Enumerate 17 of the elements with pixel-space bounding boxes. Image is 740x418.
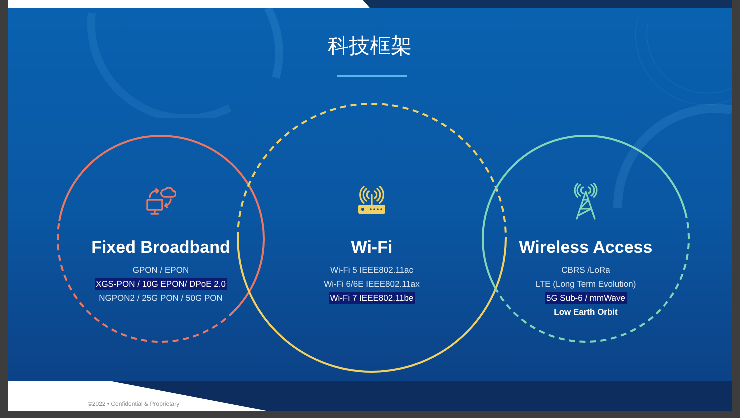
technology-item: 5G Sub-6 / mmWave	[545, 292, 627, 304]
technology-item: LTE (Long Term Evolution)	[534, 278, 638, 290]
technology-item: XGS-PON / 10G EPON/ DPoE 2.0	[95, 278, 227, 290]
slide-title: 科技框架	[327, 34, 413, 60]
circle-heading: Wireless Access	[519, 238, 653, 258]
venn-circle	[236, 102, 508, 374]
venn-circle	[56, 134, 266, 344]
circle-heading: Wi-Fi	[351, 238, 393, 258]
technology-item: GPON / EPON	[132, 264, 190, 276]
technology-item: Wi-Fi 6/6E IEEE802.11ax	[323, 278, 421, 290]
technology-item: Low Earth Orbit	[553, 306, 619, 318]
circle-heading: Fixed Broadband	[92, 238, 230, 258]
technology-item: CBRS /LoRa	[560, 264, 612, 276]
technology-item: Wi-Fi 7 IEEE802.11be	[329, 292, 415, 304]
technology-item: Wi-Fi 5 IEEE802.11ac	[330, 264, 414, 276]
venn-circle	[481, 134, 691, 344]
technology-item: NGPON2 / 25G PON / 50G PON	[98, 292, 224, 304]
